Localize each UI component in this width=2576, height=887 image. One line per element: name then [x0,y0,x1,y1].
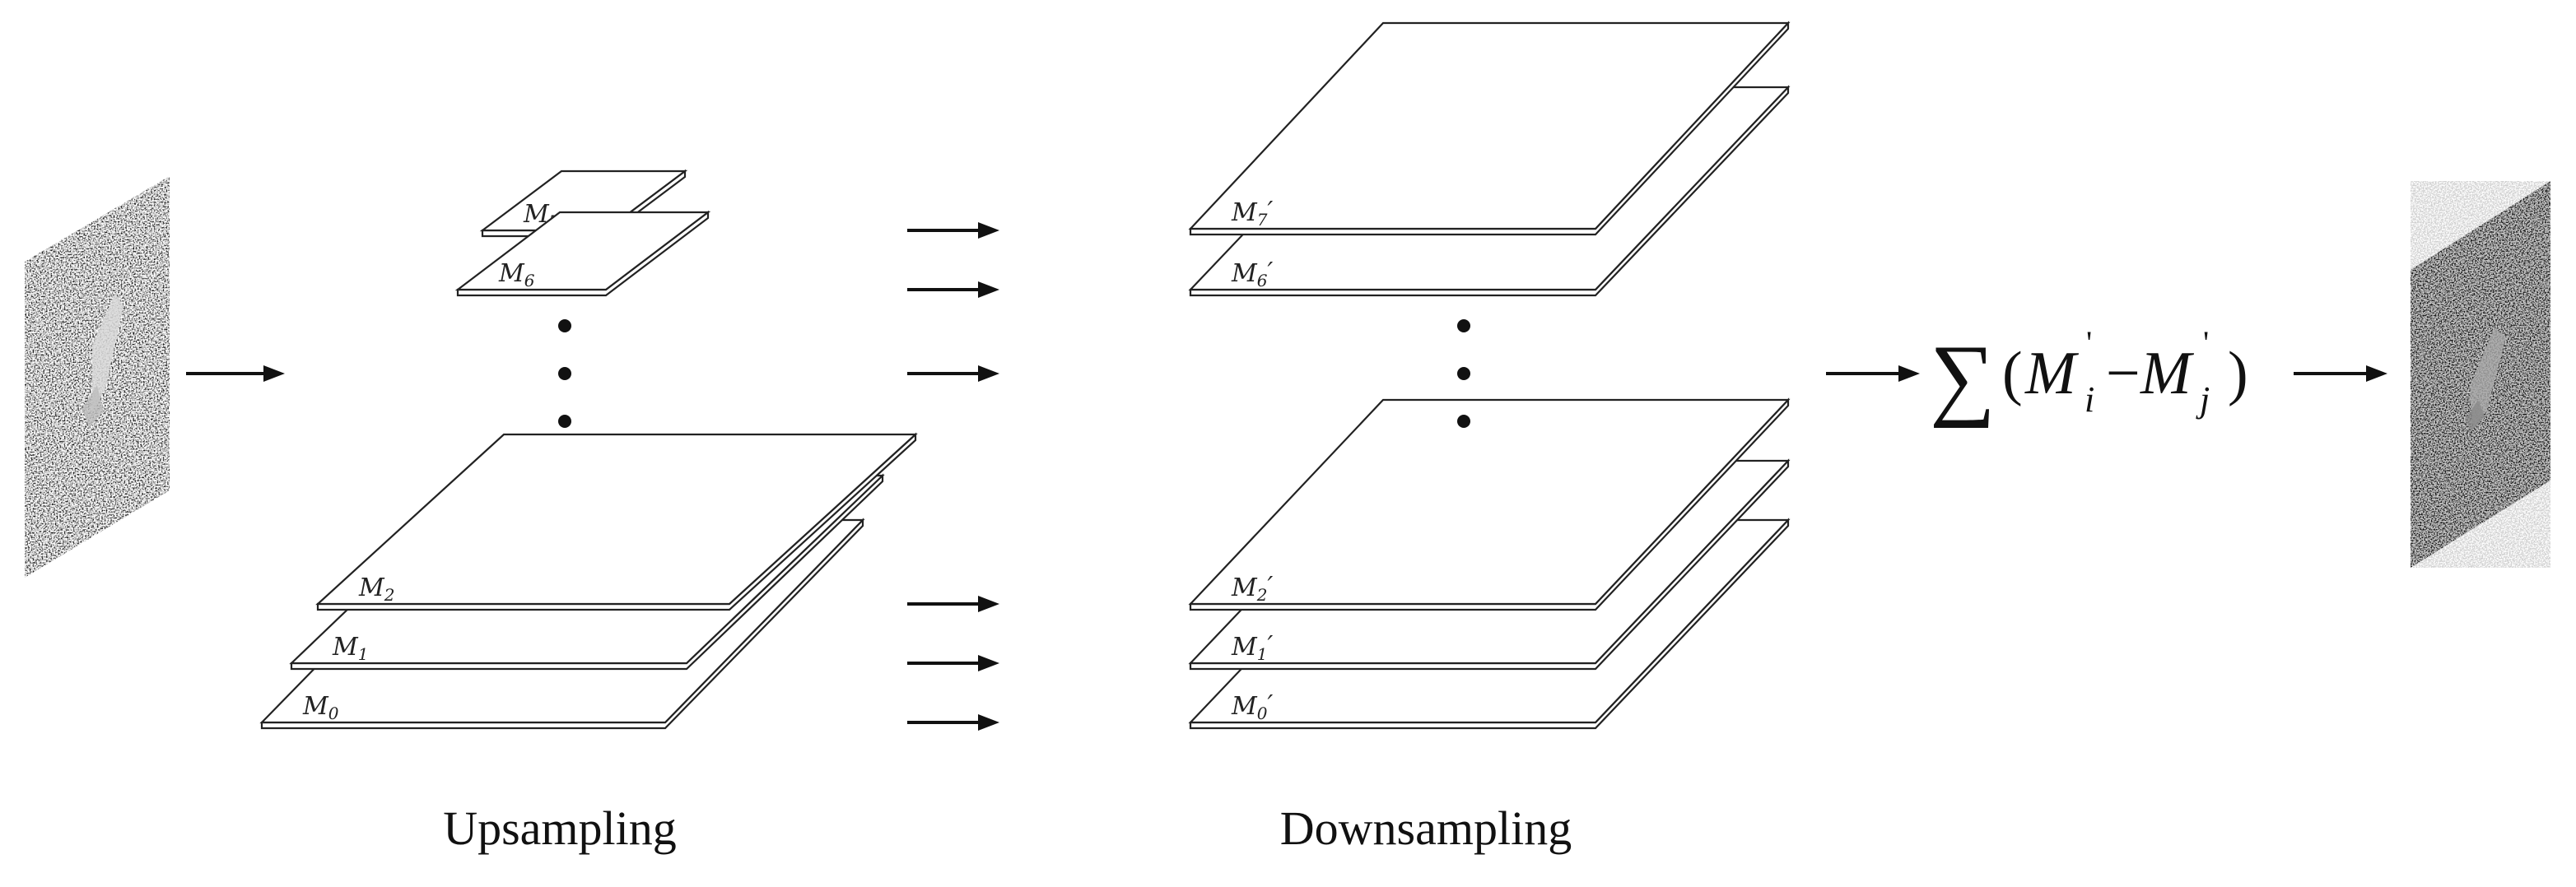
transfer-arrow [907,222,999,239]
arrows [186,222,2387,731]
downsampling-stack: M6′ M7′ M0′ M1′ M2′ [1188,21,1791,730]
plate-label: M1 [332,633,368,664]
sum-formula: ∑ ( M i ' − M j ' ) [1930,324,2248,429]
formula-minus: − [2106,340,2140,407]
plate-label: M0′ [1231,690,1273,723]
formula-term1-sub: i [2085,379,2094,420]
plate-label: M7′ [1231,197,1273,230]
plate-label: M0 [302,692,339,723]
upsampling-caption: Upsampling [443,801,677,855]
plate-label: M6′ [1231,258,1273,290]
transfer-arrow [907,655,999,671]
to-formula-arrow [1826,365,1920,382]
transfer-arrow [907,596,999,612]
down-layer-2: M2′ [1188,397,1791,611]
transfer-arrow [907,714,999,731]
plate-face [1188,398,1791,606]
transfer-arrow [907,281,999,298]
formula-term2-sub: j [2196,379,2210,420]
input-arrow [186,365,285,382]
plate-label: M2′ [1231,572,1273,605]
plate-face [315,433,918,606]
formula-term1-base: M [2024,340,2080,407]
to-output-arrow [2294,365,2387,382]
up-layer-2: M2 [315,432,918,611]
plate-label: M1′ [1231,631,1273,664]
formula-term1-prime: ' [2086,324,2092,361]
plate-face [1188,21,1791,230]
formula-open-paren: ( [2002,340,2023,407]
formula-term2-base: M [2140,340,2195,407]
plate-label: M6 [498,259,535,290]
down-layer-7: M7′ [1188,21,1791,236]
up-layer-6: M6 [454,210,711,297]
formula-term2-prime: ' [2203,324,2209,361]
output-image [2411,181,2550,568]
plate-label: M2 [358,574,394,605]
upsampling-ellipsis [558,319,571,428]
formula-close-paren: ) [2228,340,2248,407]
sum-symbol: ∑ [1930,327,1996,429]
upsampling-stack: M7M6M0M1M2 [259,169,918,730]
plate-face [454,211,711,291]
input-image [25,176,170,578]
downsampling-ellipsis [1457,319,1470,428]
transfer-arrow [907,365,999,382]
downsampling-caption: Downsampling [1280,801,1572,855]
